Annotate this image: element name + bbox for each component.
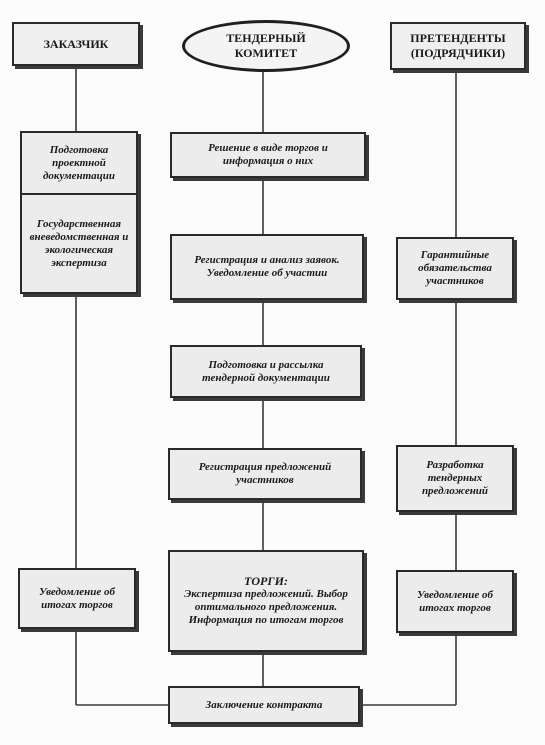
committee-tender-docs-text: Подготовка и рассылка тендерной документ… bbox=[202, 358, 330, 384]
customer-project-docs-text: Подготовка проектной документации bbox=[42, 143, 116, 182]
contract-box: Заключение контракта bbox=[168, 686, 360, 724]
committee-auction-title: ТОРГИ: bbox=[244, 574, 288, 588]
header-committee-label: ТЕНДЕРНЫЙ КОМИТЕТ bbox=[226, 31, 306, 60]
customer-notification-box: Уведомление об итогах торгов bbox=[18, 568, 136, 629]
contractors-guarantees-text: Гарантийные обязательства участников bbox=[418, 249, 492, 287]
committee-auction-box: ТОРГИ: Экспертиза предложений. Выбор опт… bbox=[168, 550, 364, 652]
contractors-proposals-box: Разработка тендерных предложений bbox=[396, 445, 514, 512]
committee-registration-text: Регистрация и анализ заявок. Уведомление… bbox=[194, 254, 340, 279]
contract-text: Заключение контракта bbox=[205, 698, 323, 711]
customer-project-docs-cell: Подготовка проектной документации bbox=[22, 133, 136, 193]
contractors-guarantees-box: Гарантийные обязательства участников bbox=[396, 237, 514, 300]
committee-decision-text: Решение в виде торгов и информация о них bbox=[208, 142, 328, 167]
committee-tender-docs-box: Подготовка и рассылка тендерной документ… bbox=[170, 345, 362, 398]
customer-notification-text: Уведомление об итогах торгов bbox=[39, 585, 115, 611]
committee-auction-text: Экспертиза предложений. Выбор оптимально… bbox=[184, 588, 348, 626]
customer-expertise-text: Государственная вневедомственная и эколо… bbox=[29, 217, 129, 269]
header-customer-label: ЗАКАЗЧИК bbox=[43, 36, 109, 51]
committee-offers-registration-box: Регистрация предложений участников bbox=[168, 448, 362, 500]
customer-expertise-cell: Государственная вневедомственная и эколо… bbox=[22, 193, 136, 292]
committee-registration-box: Регистрация и анализ заявок. Уведомление… bbox=[170, 234, 364, 300]
customer-docs-expertise-box: Подготовка проектной документации Госуда… bbox=[20, 131, 138, 294]
contractors-proposals-text: Разработка тендерных предложений bbox=[421, 459, 489, 497]
header-customer: ЗАКАЗЧИК bbox=[12, 22, 140, 66]
header-contractors: ПРЕТЕНДЕНТЫ (ПОДРЯДЧИКИ) bbox=[390, 22, 526, 70]
committee-offers-registration-text: Регистрация предложений участников bbox=[198, 461, 332, 486]
header-committee: ТЕНДЕРНЫЙ КОМИТЕТ bbox=[182, 20, 350, 72]
committee-decision-box: Решение в виде торгов и информация о них bbox=[170, 132, 366, 178]
contractors-notification-box: Уведомление об итогах торгов bbox=[396, 570, 514, 633]
header-contractors-label: ПРЕТЕНДЕНТЫ (ПОДРЯДЧИКИ) bbox=[410, 31, 506, 60]
contractors-notification-text: Уведомление об итогах торгов bbox=[417, 588, 493, 614]
